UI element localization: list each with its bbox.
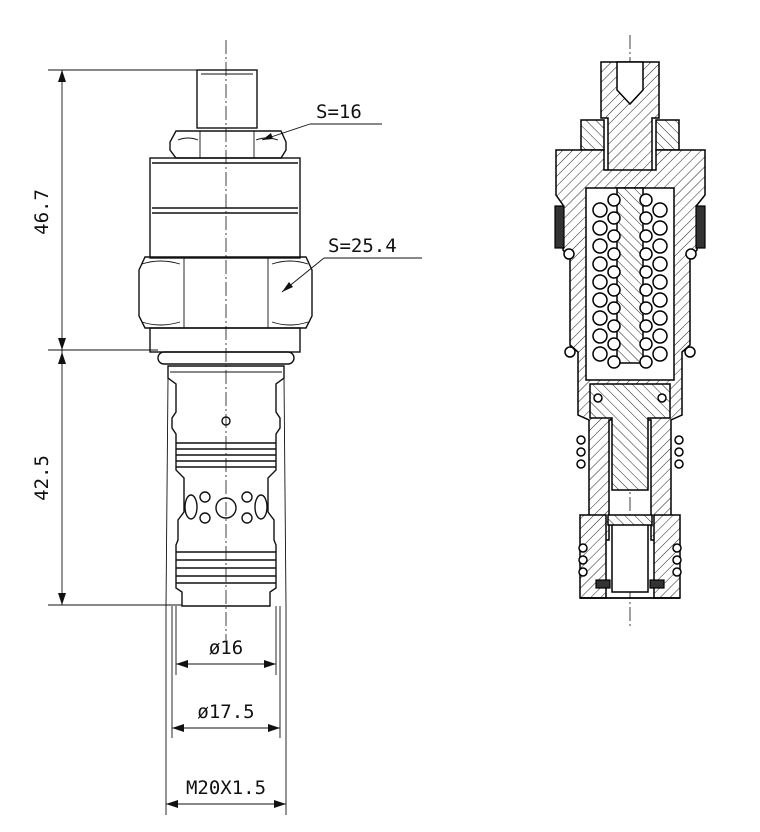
dim-height-upper: 46.7 bbox=[31, 189, 53, 235]
dim-hex-small: S=16 bbox=[316, 101, 362, 123]
section-view bbox=[554, 35, 706, 628]
dim-hex-large: S=25.4 bbox=[328, 235, 397, 257]
dim-diameter-inner: ø16 bbox=[209, 637, 243, 659]
external-view: 46.7 42.5 S=16 S=25.4 ø16 ø17.5 bbox=[31, 40, 422, 815]
dim-height-lower: 42.5 bbox=[31, 455, 53, 501]
dim-thread: M20X1.5 bbox=[186, 777, 266, 799]
dim-diameter-outer: ø17.5 bbox=[197, 701, 254, 723]
spring bbox=[592, 193, 668, 369]
